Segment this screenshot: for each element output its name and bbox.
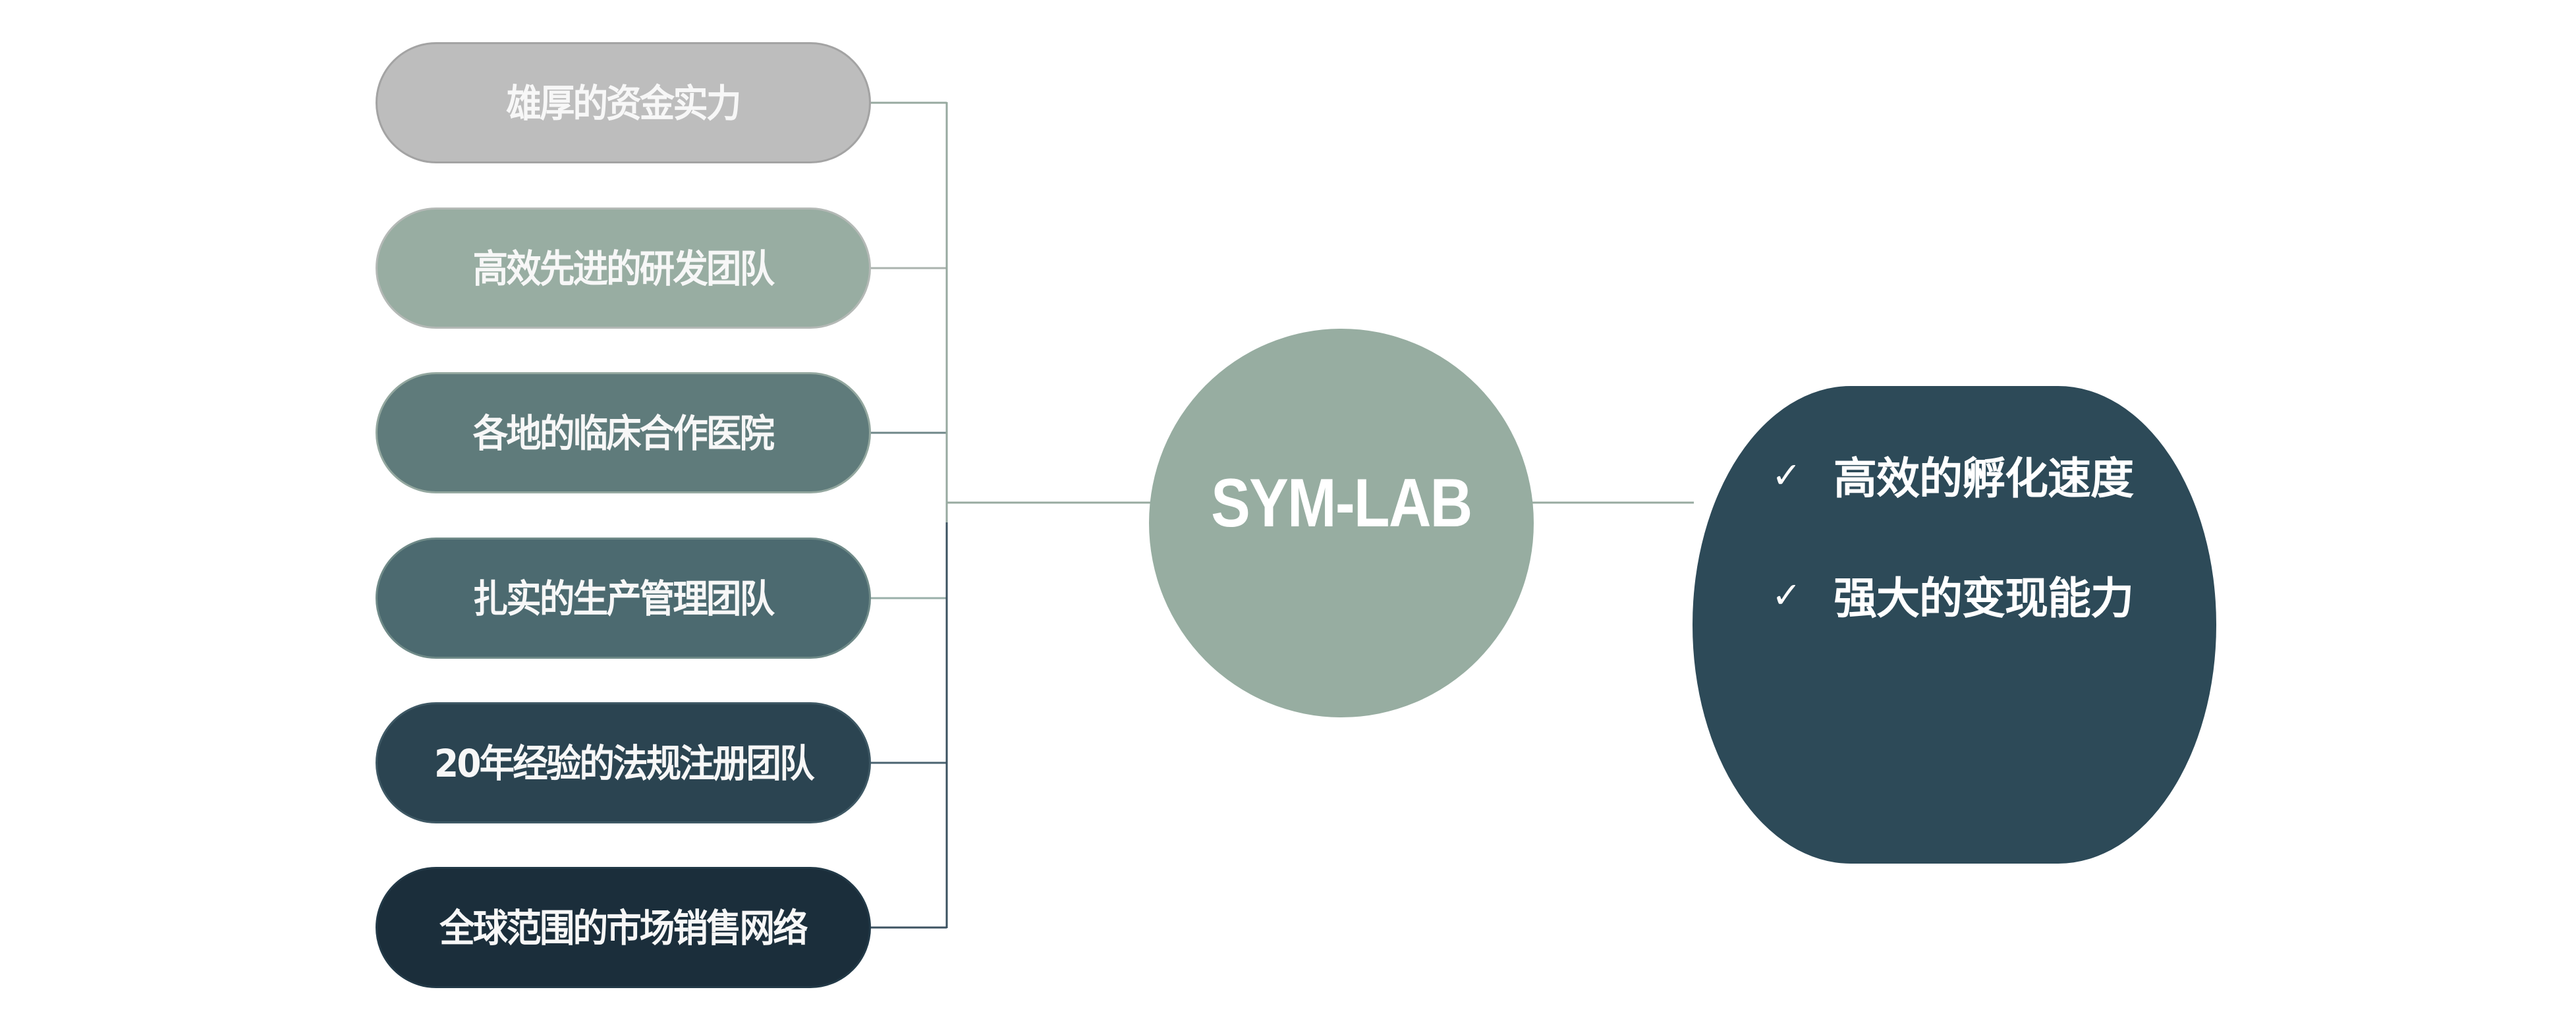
- strength-label: 20年经验的法规注册团队: [434, 741, 814, 786]
- check-icon: ✓: [1772, 574, 1802, 616]
- strength-label: 雄厚的资金实力: [506, 81, 742, 126]
- outcome-item: ✓ 强大的变现能力: [1772, 565, 2134, 624]
- strength-pill-rnd-team: 高效先进的研发团队: [376, 208, 871, 329]
- strength-pill-clinical-hospitals: 各地的临床合作医院: [376, 372, 871, 493]
- check-icon: ✓: [1772, 454, 1802, 496]
- strength-label: 高效先进的研发团队: [473, 246, 775, 291]
- strength-pill-funding: 雄厚的资金实力: [376, 42, 871, 163]
- outcome-label: 强大的变现能力: [1834, 573, 2134, 624]
- strength-label: 全球范围的市场销售网络: [439, 906, 808, 951]
- strength-label: 扎实的生产管理团队: [473, 576, 775, 621]
- hub-circle: SYM-LAB: [1149, 329, 1534, 717]
- outcome-item: ✓ 高效的孵化速度: [1772, 445, 2134, 505]
- strength-pill-production-team: 扎实的生产管理团队: [376, 538, 871, 659]
- strength-label: 各地的临床合作医院: [473, 411, 775, 456]
- strength-pill-regulatory-team: 20年经验的法规注册团队: [376, 702, 871, 823]
- hub-label: SYM-LAB: [1211, 464, 1472, 541]
- outcomes-panel: ✓ 高效的孵化速度 ✓ 强大的变现能力: [1693, 386, 2216, 864]
- outcome-label: 高效的孵化速度: [1834, 453, 2134, 504]
- strength-pill-sales-network: 全球范围的市场销售网络: [376, 867, 871, 988]
